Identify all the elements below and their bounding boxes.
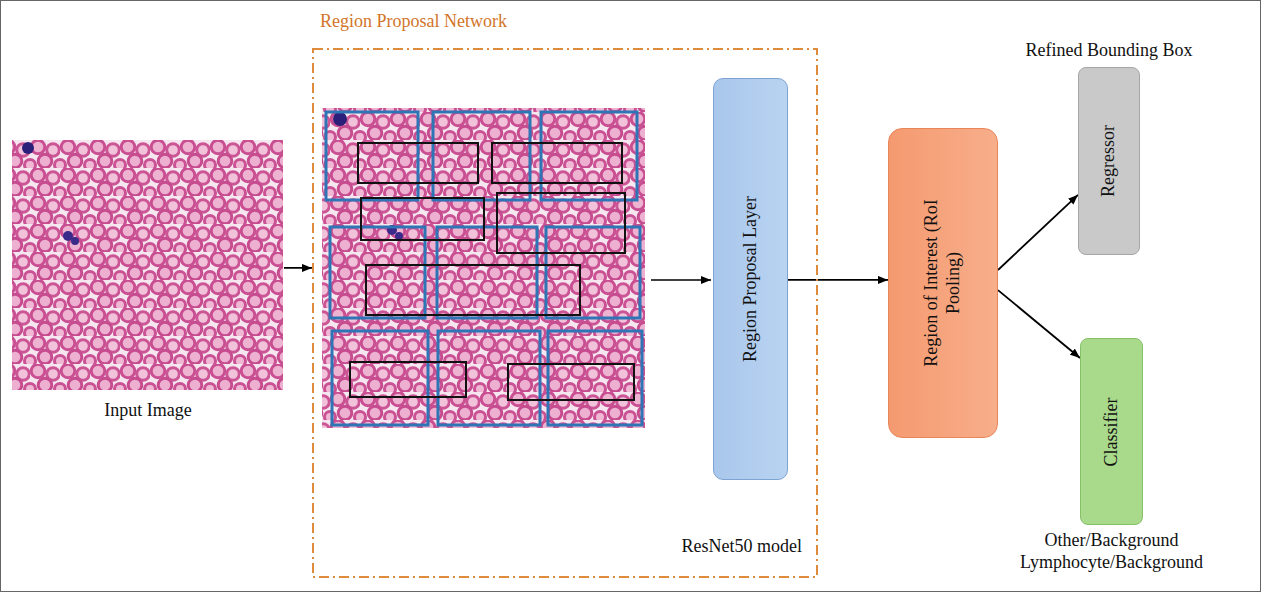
lymphocyte-cell [395,232,403,240]
stained-cell [333,112,347,126]
dashed-border [313,49,817,577]
anchor-box [438,331,540,425]
class-labels: Other/Background Lymphocyte/Background [992,530,1232,573]
proposal-boxes [350,143,634,400]
output-box: ClassifierOther/Background Lymphocyte/Ba… [1080,338,1143,525]
proposal-box [508,364,634,400]
flow-arrow [284,267,312,269]
proposal-box [497,193,625,253]
proposal-box [358,143,478,183]
flow-arrow [998,290,1080,358]
box-label: Region of Interest (RoI Pooling) [921,198,964,368]
anchor-box [548,331,642,425]
smear-cells [322,108,645,428]
flow-arrow [998,195,1078,270]
region-title: Region Proposal Network [320,11,507,33]
proposal-box [366,265,580,315]
box-label: Region Proposal Layer [740,196,762,362]
network-region: Region Proposal NetworkResNet50 modelReg… [312,48,818,578]
smear-ground [12,140,283,390]
flow-arrow [788,279,888,281]
output-heading: Refined Bounding Box [1026,40,1193,62]
stained-cell [22,142,34,154]
proposal-smear-image [322,108,645,428]
anchor-boxes [326,112,642,425]
image-caption: Input Image [12,400,284,422]
process-box: Region of Interest (RoI Pooling) [888,128,998,438]
lymphocyte-cell [71,237,79,245]
input-smear-image [12,140,283,390]
anchor-box [433,112,530,200]
output-box: Refined Bounding BoxRegressor [1078,67,1140,255]
box-label: Classifier [1101,397,1123,466]
anchor-box [332,331,428,425]
model-label: ResNet50 model [682,536,802,558]
image-node: Input Image [12,140,284,430]
smear-cells [12,140,283,390]
proposal-box [350,362,466,397]
box-label: Regressor [1098,125,1120,197]
flow-arrow [651,279,711,281]
process-box: Region Proposal Layer [713,78,788,480]
smear-ground [322,108,645,428]
proposal-box [492,143,622,183]
anchor-box [326,112,418,200]
proposal-box [361,198,484,240]
